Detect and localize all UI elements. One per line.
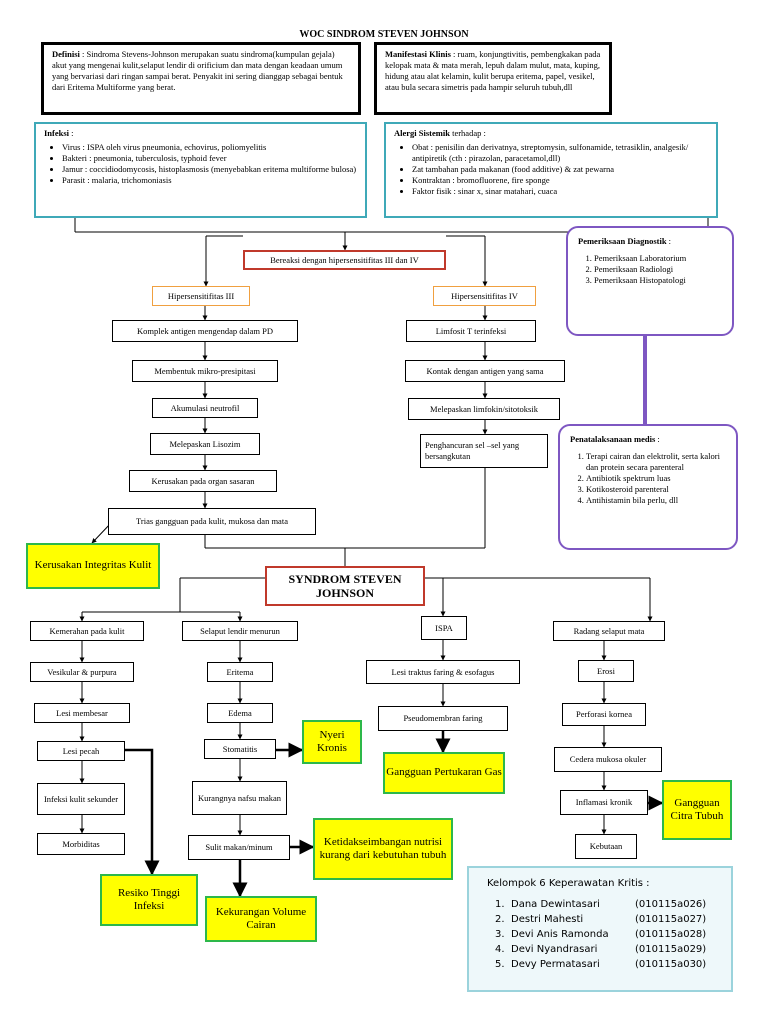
kelompok-title: Kelompok 6 Keperawatan Kritis : — [487, 878, 650, 889]
diagnostik-title: Pemeriksaan Diagnostik — [578, 236, 667, 246]
col3-node: Lesi traktus faring & esofagus — [366, 660, 520, 684]
diagnosis-nutrisi: Ketidakseimbangan nutrisi kurang dari ke… — [313, 818, 453, 880]
diagnostik-item: Pemeriksaan Laboratorium — [594, 253, 722, 264]
col1-node: Vesikular & purpura — [30, 662, 134, 682]
infeksi-item: Jamur : coccidiodomycosis, histoplasmosi… — [62, 164, 357, 175]
infeksi-item: Parasit : malaria, trichomoniasis — [62, 175, 357, 186]
hiper4-title: Hipersensitifitas IV — [433, 286, 536, 306]
hiper3-step: Komplek antigen mengendap dalam PD — [112, 320, 298, 342]
manifestasi-label: Manifestasi Klinis — [385, 49, 451, 59]
alergi-item: Obat : penisilin dan derivatnya, strepto… — [412, 142, 708, 164]
member-row: 4.Devi Nyandrasari(010115a029) — [495, 944, 707, 955]
hiper4-step: Kontak dengan antigen yang sama — [405, 360, 565, 382]
member-row: 5.Devy Permatasari(010115a030) — [495, 959, 707, 970]
diagnosis-volume-cairan: Kekurangan Volume Cairan — [205, 896, 317, 942]
diagnosis-integritas-kulit: Kerusakan Integritas Kulit — [26, 543, 160, 589]
col4-node: Cedera mukosa okuler — [554, 747, 662, 772]
alergi-item: Kontraktan : bromofluorene, fire sponge — [412, 175, 708, 186]
diagram-title: WOC SINDROM STEVEN JOHNSON — [299, 29, 469, 40]
col1-node: Infeksi kulit sekunder — [37, 783, 125, 815]
alergi-label: Alergi Sistemik — [394, 128, 450, 138]
penatalaksanaan-item: Terapi cairan dan elektrolit, serta kalo… — [586, 451, 726, 473]
col1-node: Lesi membesar — [34, 703, 130, 723]
penatalaksanaan-item: Kotikosteroid parenteral — [586, 484, 726, 495]
hiper4-step: Penghancuran sel –sel yang bersangkutan — [420, 434, 548, 468]
col2-node: Kurangnya nafsu makan — [192, 781, 287, 815]
col2-node: Edema — [207, 703, 273, 723]
col2-node: Selaput lendir menurun — [182, 621, 298, 641]
manifestasi-box: Manifestasi Klinis : ruam, konjungtiviti… — [374, 42, 612, 115]
member-row: 1.Dana Dewintasari(010115a026) — [495, 899, 707, 910]
hiper3-step: Kerusakan pada organ sasaran — [129, 470, 277, 492]
col4-node: Erosi — [578, 660, 634, 682]
col3-node: Pseudomembran faring — [378, 706, 508, 731]
member-row: 2.Destri Mahesti(010115a027) — [495, 914, 707, 925]
penatalaksanaan-title: Penatalaksanaan medis — [570, 434, 656, 444]
hiper4-step: Melepaskan limfokin/sitotoksik — [408, 398, 560, 420]
diagnostik-item: Pemeriksaan Radiologi — [594, 264, 722, 275]
infeksi-item: Virus : ISPA oleh virus pneumonia, echov… — [62, 142, 357, 153]
diagnostik-item: Pemeriksaan Histopatologi — [594, 275, 722, 286]
bereaksi-box: Bereaksi dengan hipersensitifitas III da… — [243, 250, 446, 270]
infeksi-label: Infeksi — [44, 128, 70, 138]
kelompok-box: Kelompok 6 Keperawatan Kritis : 1.Dana D… — [467, 866, 733, 992]
diagnosis-resiko-infeksi: Resiko Tinggi Infeksi — [100, 874, 198, 926]
alergi-item: Faktor fisik : sinar x, sinar matahari, … — [412, 186, 708, 197]
penatalaksanaan-item: Antibiotik spektrum luas — [586, 473, 726, 484]
definisi-box: Definisi : Sindroma Stevens-Johnson meru… — [41, 42, 361, 115]
hiper4-step: Limfosit T terinfeksi — [406, 320, 536, 342]
hiper3-title: Hipersensitifitas III — [152, 286, 250, 306]
diagnostik-box: Pemeriksaan Diagnostik : Pemeriksaan Lab… — [566, 226, 734, 336]
col4-node: Kebutaan — [575, 834, 637, 859]
hiper3-step: Trias gangguan pada kulit, mukosa dan ma… — [108, 508, 316, 535]
hiper3-step: Membentuk mikro-presipitasi — [132, 360, 278, 382]
col2-node: Sulit makan/minum — [188, 835, 290, 860]
diagnosis-nyeri-kronis: Nyeri Kronis — [302, 720, 362, 764]
member-row: 3.Devi Anis Ramonda(010115a028) — [495, 929, 707, 940]
col2-node: Eritema — [207, 662, 273, 682]
penatalaksanaan-box: Penatalaksanaan medis : Terapi cairan da… — [558, 424, 738, 550]
diagnosis-gangguan-pertukaran-gas: Gangguan Pertukaran Gas — [383, 752, 505, 794]
col4-node: Radang selaput mata — [553, 621, 665, 641]
col2-node: Stomatitis — [204, 739, 276, 759]
col4-node: Inflamasi kronik — [560, 790, 648, 815]
hiper3-step: Akumulasi neutrofil — [152, 398, 258, 418]
kelompok-members: 1.Dana Dewintasari(010115a026) 2.Destri … — [495, 897, 706, 972]
definisi-label: Definisi — [52, 49, 80, 59]
hiper3-step: Melepaskan Lisozim — [150, 433, 260, 455]
alergi-box: Alergi Sistemik terhadap : Obat : penisi… — [384, 122, 718, 218]
col3-node: ISPA — [421, 616, 467, 640]
infeksi-item: Bakteri : pneumonia, tuberculosis, typho… — [62, 153, 357, 164]
col1-node: Lesi pecah — [37, 741, 125, 761]
col1-node: Morbiditas — [37, 833, 125, 855]
alergi-item: Zat tambahan pada makanan (food additive… — [412, 164, 708, 175]
definisi-text: : Sindroma Stevens-Johnson merupakan sua… — [52, 49, 343, 93]
diagnosis-gangguan-citra-tubuh: Gangguan Citra Tubuh — [662, 780, 732, 840]
penatalaksanaan-item: Antihistamin bila perlu, dll — [586, 495, 726, 506]
col1-node: Kemerahan pada kulit — [30, 621, 144, 641]
infeksi-box: Infeksi : Virus : ISPA oleh virus pneumo… — [34, 122, 367, 218]
center-syndrome-box: SYNDROM STEVEN JOHNSON — [265, 566, 425, 606]
col4-node: Perforasi kornea — [562, 703, 646, 726]
manifestasi-text: : ruam, konjungtivitis, pembengkakan pad… — [385, 49, 601, 93]
